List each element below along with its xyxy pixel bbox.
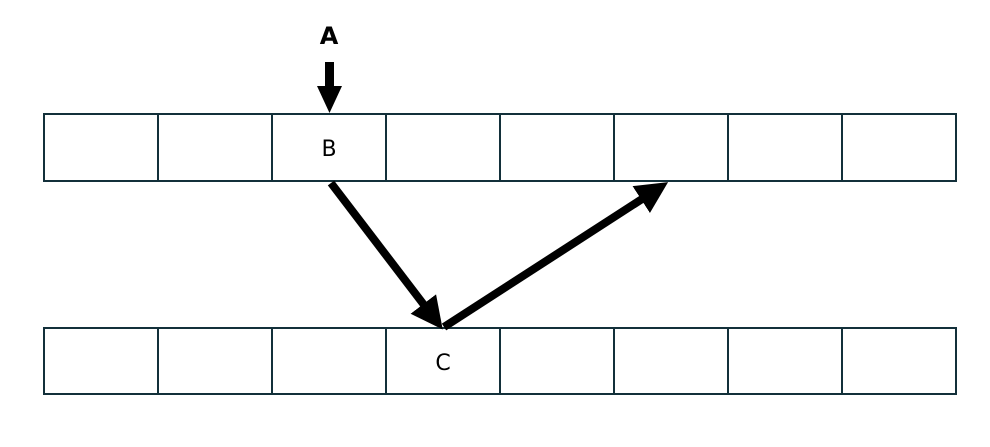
top-cell-6 [613,113,729,182]
top-cell-1 [43,113,159,182]
bottom-cell-2 [157,327,273,395]
bottom-cell-5 [499,327,615,395]
bottom-cell-4 [385,327,501,395]
top-cell-4 [385,113,501,182]
top-cell-7 [727,113,843,182]
pointer-label-a: A [320,22,339,50]
arrow-b-to-c [327,180,443,330]
top-cell-8 [841,113,957,182]
bottom-cell-8 [841,327,957,395]
pointer-arrow [317,62,342,113]
bottom-cell-7 [727,327,843,395]
top-cell-3 [271,113,387,182]
bottom-cell-6 [613,327,729,395]
top-cell-2 [157,113,273,182]
top-cell-3-label: B [321,137,336,162]
top-cell-5 [499,113,615,182]
top-row: B [43,113,957,182]
bottom-cell-1 [43,327,159,395]
bottom-row: C [43,327,957,395]
bottom-cell-4-label: C [435,351,450,376]
bottom-cell-3 [271,327,387,395]
arrow-c-to-top [441,182,669,331]
